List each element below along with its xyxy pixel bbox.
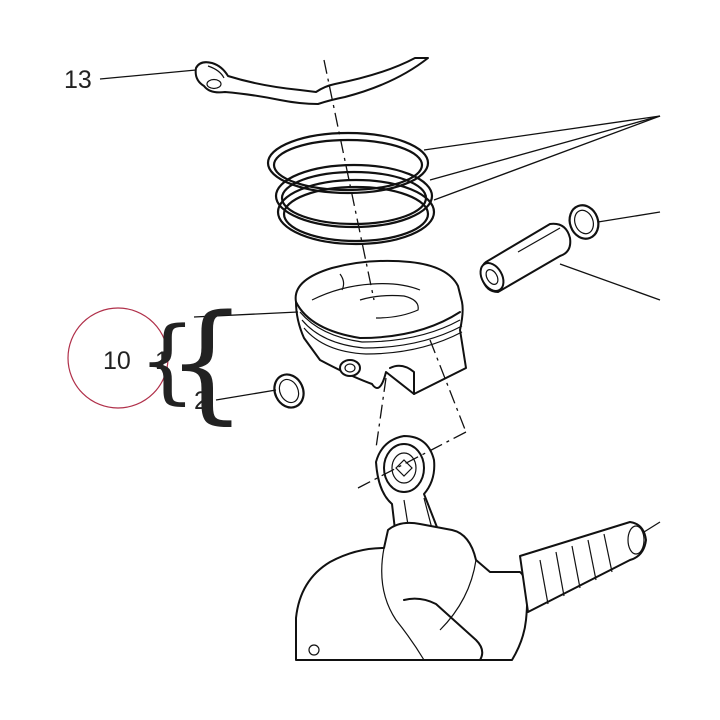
callout-1: 1	[155, 347, 169, 375]
leader-lines	[99, 69, 661, 533]
top-compression-ring	[266, 131, 430, 195]
oil-control-ring	[276, 178, 436, 246]
piston	[294, 259, 467, 395]
callout-13: 13	[64, 66, 92, 94]
callout-2: 2	[194, 387, 208, 415]
circlip-left	[273, 373, 305, 409]
piston-pin	[479, 222, 572, 293]
circlip-right	[568, 204, 600, 240]
crankshaft	[295, 521, 647, 661]
cylinder-base-gasket	[194, 57, 429, 105]
outer-brace: {	[166, 288, 247, 437]
second-compression-ring	[274, 163, 434, 229]
inner-brace: {	[138, 307, 197, 414]
highlight-circle	[67, 307, 169, 409]
callout-10: 10	[103, 347, 131, 375]
piston-ring-set	[266, 131, 436, 246]
assembly-axis-lines	[323, 59, 467, 489]
